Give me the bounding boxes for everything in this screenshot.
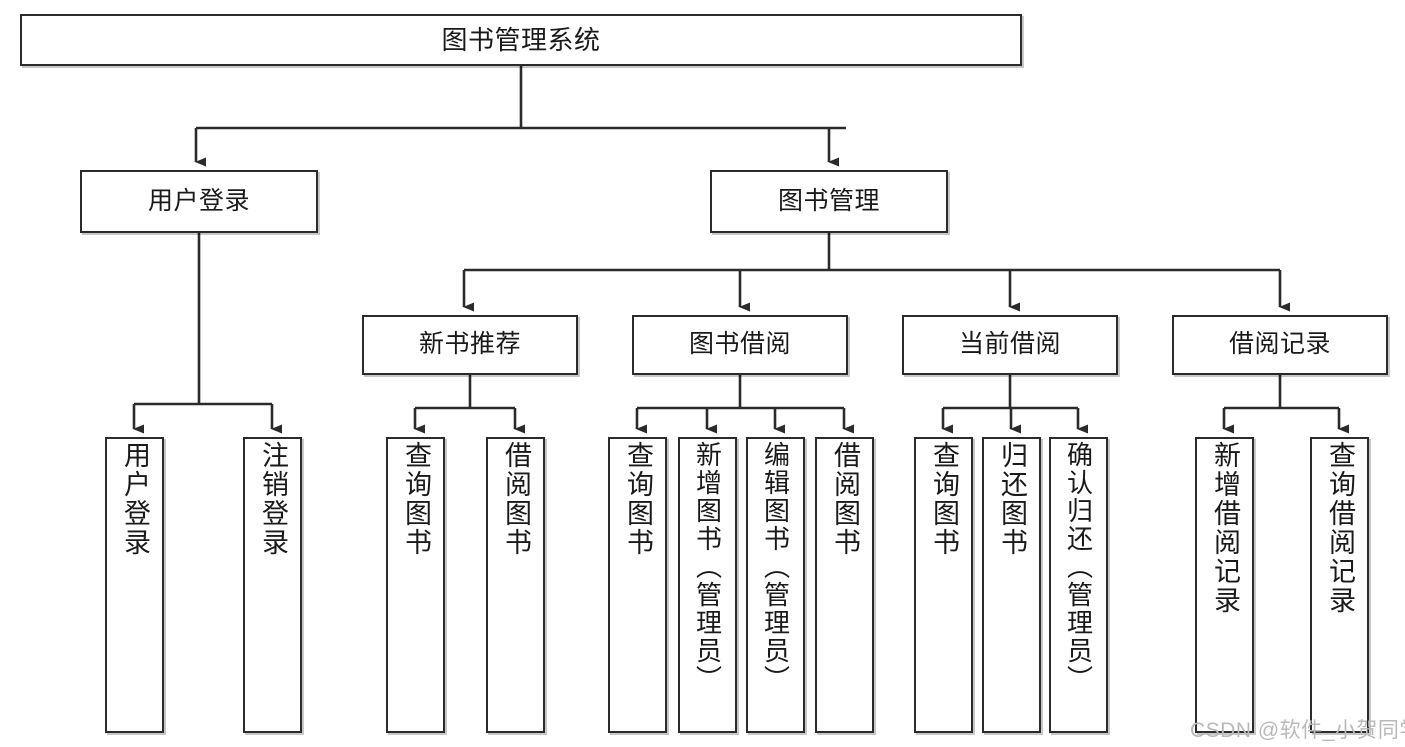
node-leaf-borrow-book-2-label: 借阅图书 bbox=[830, 441, 860, 557]
node-leaf-add-book-label: 新增图书（管理员） bbox=[692, 441, 723, 693]
node-leaf-edit-book[interactable]: 编辑图书（管理员） bbox=[746, 437, 805, 733]
node-leaf-confirm-return-label: 确认归还（管理员） bbox=[1063, 441, 1094, 693]
node-current-borrow[interactable]: 当前借阅 bbox=[902, 315, 1118, 375]
node-leaf-query-book-1[interactable]: 查询图书 bbox=[386, 437, 445, 733]
node-book-borrow-label: 图书借阅 bbox=[688, 330, 791, 359]
node-root-label: 图书管理系统 bbox=[441, 24, 601, 55]
node-leaf-user-login[interactable]: 用户登录 bbox=[105, 437, 164, 733]
node-new-book-recommend-label: 新书推荐 bbox=[418, 330, 521, 359]
node-user-login-label: 用户登录 bbox=[147, 186, 250, 215]
node-leaf-return-book-label: 归还图书 bbox=[997, 441, 1027, 557]
node-leaf-confirm-return[interactable]: 确认归还（管理员） bbox=[1049, 437, 1108, 733]
node-leaf-add-record-label: 新增借阅记录 bbox=[1210, 441, 1240, 615]
node-leaf-add-record[interactable]: 新增借阅记录 bbox=[1195, 437, 1254, 733]
node-leaf-add-book[interactable]: 新增图书（管理员） bbox=[678, 437, 737, 733]
node-leaf-return-book[interactable]: 归还图书 bbox=[982, 437, 1041, 733]
node-new-book-recommend[interactable]: 新书推荐 bbox=[362, 315, 578, 375]
node-leaf-borrow-book-1[interactable]: 借阅图书 bbox=[486, 437, 545, 733]
node-leaf-query-book-2[interactable]: 查询图书 bbox=[608, 437, 667, 733]
node-leaf-user-logout[interactable]: 注销登录 bbox=[243, 437, 302, 733]
node-root[interactable]: 图书管理系统 bbox=[20, 14, 1022, 66]
node-leaf-query-record[interactable]: 查询借阅记录 bbox=[1310, 437, 1369, 733]
node-leaf-user-logout-label: 注销登录 bbox=[258, 441, 288, 557]
node-borrow-record-label: 借阅记录 bbox=[1228, 330, 1331, 359]
node-book-manage[interactable]: 图书管理 bbox=[710, 170, 948, 233]
node-borrow-record[interactable]: 借阅记录 bbox=[1172, 315, 1388, 375]
node-book-borrow[interactable]: 图书借阅 bbox=[632, 315, 848, 375]
node-leaf-query-book-3[interactable]: 查询图书 bbox=[914, 437, 973, 733]
node-leaf-edit-book-label: 编辑图书（管理员） bbox=[760, 441, 791, 693]
node-leaf-query-book-1-label: 查询图书 bbox=[401, 441, 431, 557]
node-leaf-borrow-book-1-label: 借阅图书 bbox=[501, 441, 531, 557]
node-book-manage-label: 图书管理 bbox=[777, 186, 880, 215]
node-leaf-query-record-label: 查询借阅记录 bbox=[1325, 441, 1355, 615]
node-leaf-user-login-label: 用户登录 bbox=[120, 441, 150, 557]
node-user-login[interactable]: 用户登录 bbox=[80, 170, 318, 233]
node-leaf-query-book-2-label: 查询图书 bbox=[623, 441, 653, 557]
node-current-borrow-label: 当前借阅 bbox=[958, 330, 1061, 359]
csdn-watermark: CSDN @软件_小贺同学 bbox=[1190, 719, 1405, 742]
node-leaf-query-book-3-label: 查询图书 bbox=[929, 441, 959, 557]
node-leaf-borrow-book-2[interactable]: 借阅图书 bbox=[815, 437, 874, 733]
